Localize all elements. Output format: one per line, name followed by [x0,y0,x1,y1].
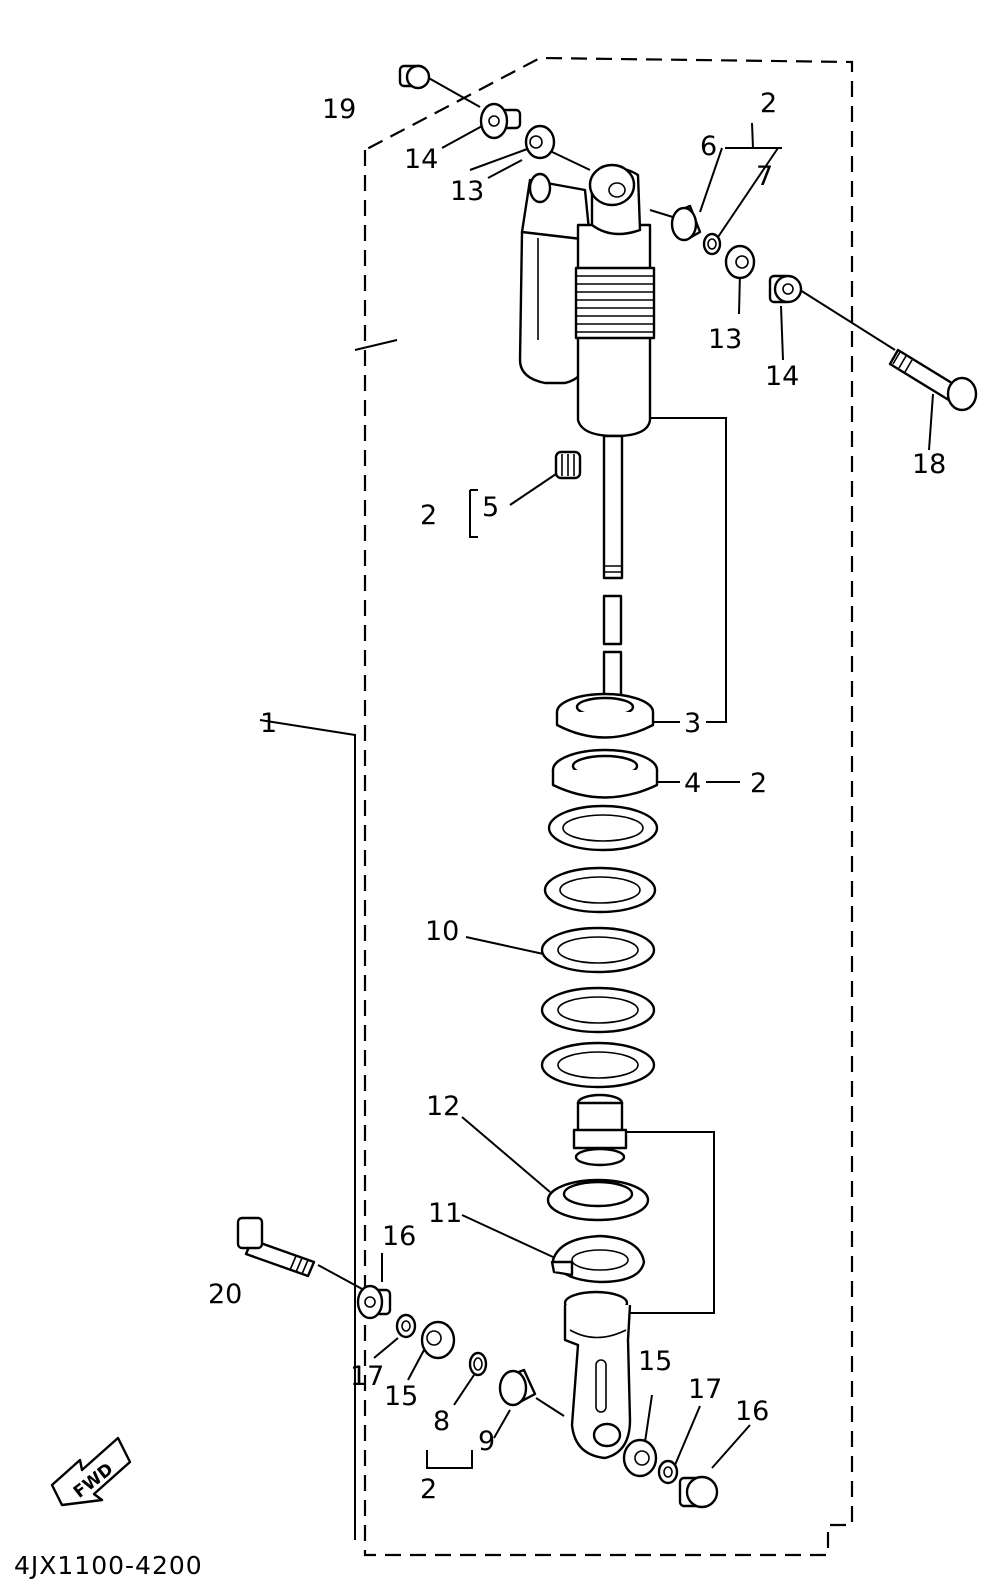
oil-seal-15-left [420,1320,456,1360]
oil-seal-13-left [524,124,556,160]
upper-collar-19 [398,64,431,90]
callout-13-right: 13 [708,324,742,355]
callout-2-bottom: 2 [420,1474,437,1505]
callout-6: 6 [700,131,717,162]
upper-collar-14-right [768,274,803,304]
rod-lower-assembly [572,1093,628,1167]
callout-labels: 1 2 6 7 19 14 13 13 14 18 2 5 3 4 2 10 1… [208,88,946,1505]
drawing-code: 4JX1100-4200 [14,1551,203,1580]
callout-1: 1 [260,708,277,739]
leader-lines [259,71,934,1540]
callout-10: 10 [425,916,459,947]
callout-14-top: 14 [404,144,438,175]
bushing-6 [670,204,702,242]
spring-10 [540,804,659,1089]
callout-15-right: 15 [638,1346,672,1377]
bolt-20 [236,1216,316,1278]
callout-14-right: 14 [765,361,799,392]
collar-16-left [356,1284,392,1320]
callout-7: 7 [756,161,773,192]
circlip-8 [468,1351,488,1377]
callout-13-top: 13 [450,176,484,207]
callout-15-left: 15 [384,1381,418,1412]
locknut-3 [555,692,655,739]
circlip-7 [702,232,722,256]
upper-collar-14-left [479,102,522,140]
callout-2-right: 2 [750,768,767,799]
spring-seat-12 [546,1178,650,1222]
callout-3: 3 [684,708,701,739]
callout-8: 8 [433,1406,450,1437]
callout-18: 18 [912,449,946,480]
callout-4: 4 [684,768,701,799]
callout-16-left: 16 [382,1221,416,1252]
collar-16-right [678,1475,719,1509]
nut-5 [554,450,582,480]
callout-16-right: 16 [735,1396,769,1427]
circlip-17-right [657,1459,679,1485]
bearing-9 [498,1368,537,1407]
lower-clevis [563,1290,632,1460]
spring-guide-11 [550,1234,646,1284]
callout-5: 5 [482,492,499,523]
callout-2-mid: 2 [420,500,437,531]
callout-17-right: 17 [688,1374,722,1405]
adjusting-nut-4 [551,748,659,799]
callout-11: 11 [428,1198,462,1229]
callout-20: 20 [208,1279,242,1310]
callout-9: 9 [478,1426,495,1457]
callout-17-left: 17 [350,1361,384,1392]
callout-2-top: 2 [760,88,777,119]
shock-absorber-body [518,163,656,438]
bolt-18 [888,348,978,412]
assembly-boundary [363,56,854,1557]
fwd-arrow-icon: FWD [50,1436,132,1507]
circlip-17-left [395,1313,417,1339]
callout-19: 19 [322,94,356,125]
piston-rod [602,434,624,702]
oil-seal-15-right [622,1438,658,1478]
oil-seal-13-right [724,244,756,280]
callout-12: 12 [426,1091,460,1122]
